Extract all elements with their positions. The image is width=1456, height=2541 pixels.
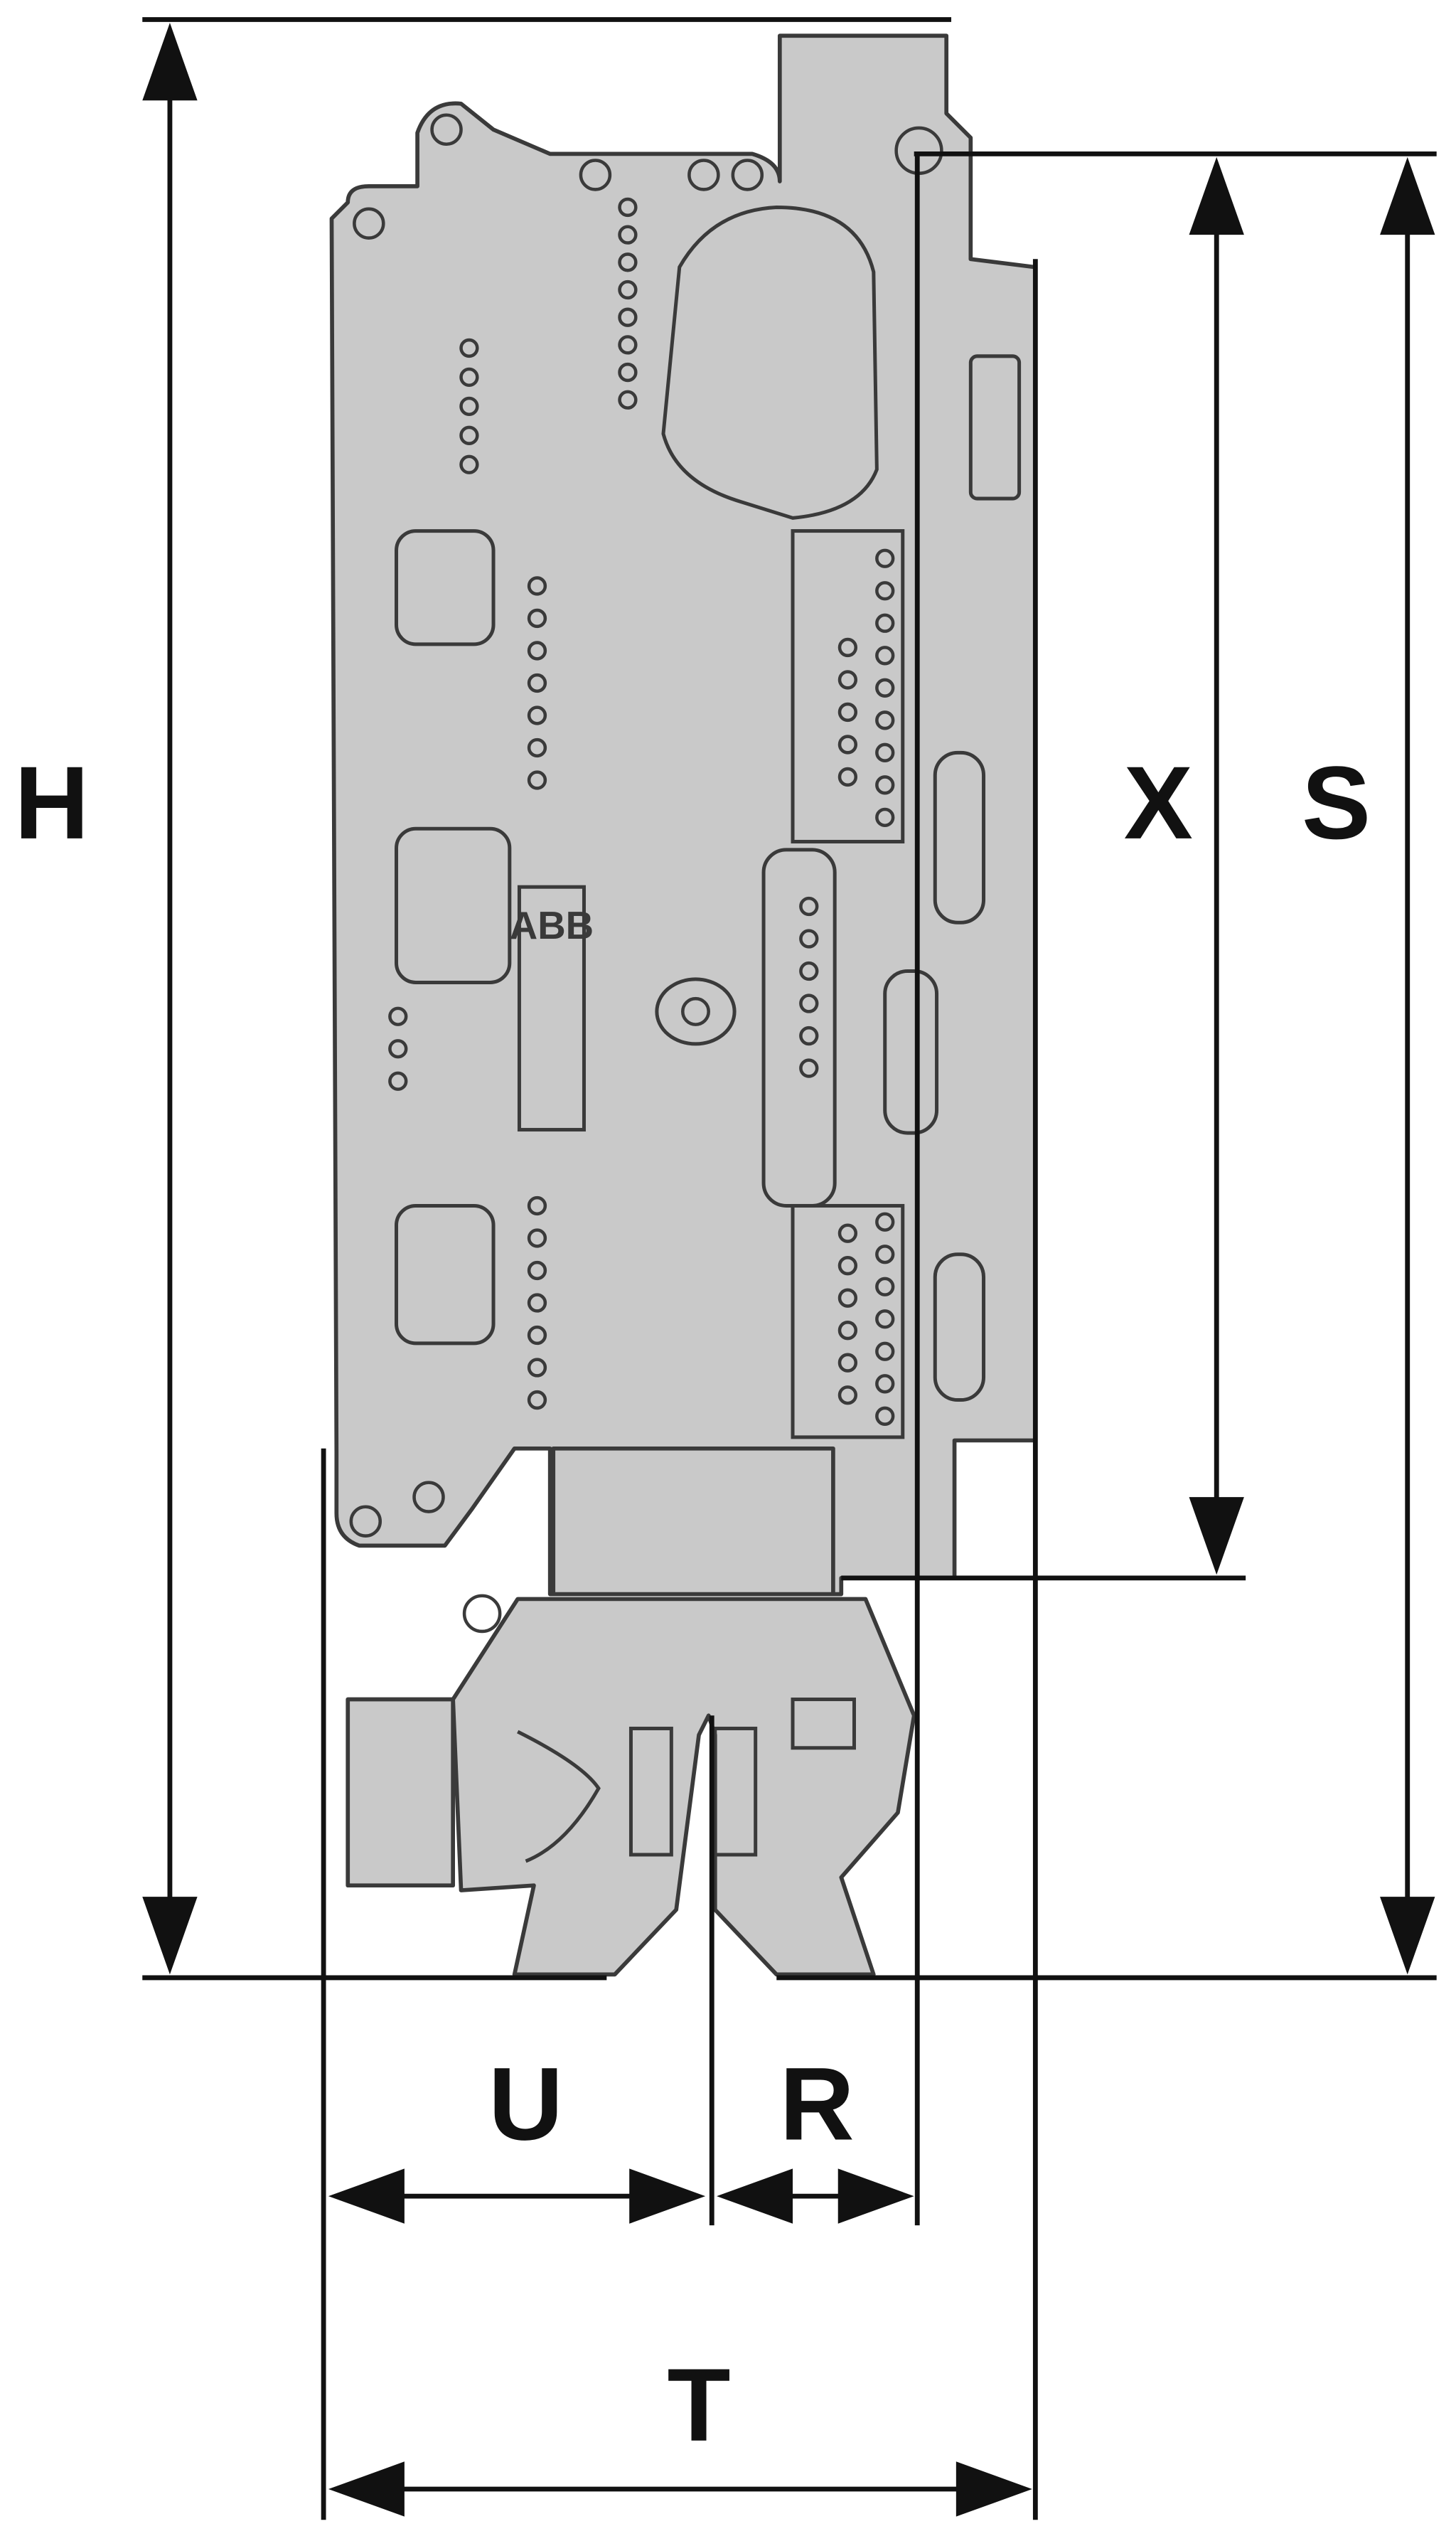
hole <box>837 637 858 658</box>
window-middle <box>395 826 512 984</box>
panel-lower <box>791 1203 905 1439</box>
hole <box>837 670 858 690</box>
cutout <box>661 205 879 520</box>
hole <box>875 581 895 601</box>
slot <box>761 848 837 1208</box>
hole <box>799 896 819 917</box>
hole <box>618 279 638 300</box>
abb-logo: ABB <box>510 885 594 1132</box>
hole <box>875 1212 895 1232</box>
hole <box>388 1039 408 1059</box>
dimension-label-x: X <box>1124 745 1193 861</box>
hole <box>527 705 547 725</box>
hole <box>527 641 547 661</box>
tool-head <box>451 1597 916 1977</box>
hole <box>837 1256 858 1276</box>
window-top <box>395 529 496 646</box>
hole <box>837 1385 858 1405</box>
hole <box>527 1293 547 1313</box>
window-bottom <box>395 1203 496 1346</box>
panel-upper <box>791 529 905 843</box>
hole <box>837 1288 858 1308</box>
hole <box>799 1058 819 1078</box>
bracket <box>968 354 1022 501</box>
hole <box>875 1341 895 1361</box>
hole <box>837 735 858 755</box>
hole <box>618 225 638 245</box>
hole <box>527 1228 547 1248</box>
dimension-label-h: H <box>14 745 89 861</box>
hole <box>459 454 479 474</box>
hole <box>875 742 895 762</box>
hole <box>837 767 858 787</box>
hole <box>875 1309 895 1329</box>
hole <box>875 548 895 568</box>
hole <box>799 1026 819 1046</box>
hole <box>459 338 479 358</box>
hole <box>527 1390 547 1410</box>
hole <box>527 608 547 629</box>
dimension-lines <box>142 17 1437 2520</box>
slot-right-1 <box>933 750 986 925</box>
wrist-flange <box>551 1446 835 1597</box>
hole <box>875 646 895 666</box>
dimension-label-u: U <box>488 2045 563 2161</box>
hole <box>875 1374 895 1394</box>
dimension-label-s: S <box>1302 745 1371 861</box>
hole <box>527 576 547 596</box>
hole <box>875 1245 895 1264</box>
hole <box>799 961 819 981</box>
dimension-label-r: R <box>780 2045 855 2161</box>
hole <box>388 1071 408 1091</box>
hole <box>388 1006 408 1026</box>
main-plate <box>329 33 1038 1597</box>
hole <box>875 775 895 795</box>
hole <box>799 929 819 949</box>
hole <box>837 1321 858 1341</box>
hole <box>618 335 638 355</box>
hole <box>837 702 858 723</box>
hole-columns <box>388 197 895 1426</box>
hole <box>527 1358 547 1378</box>
hole <box>459 425 479 445</box>
hole <box>837 1223 858 1243</box>
hole <box>799 994 819 1013</box>
hole <box>618 390 638 410</box>
connector <box>346 1697 455 1888</box>
hole <box>875 613 895 633</box>
hole <box>875 1277 895 1296</box>
hole <box>618 307 638 327</box>
slot-right-2 <box>883 969 939 1135</box>
hole <box>875 1406 895 1426</box>
hole <box>527 1260 547 1281</box>
hole <box>527 1195 547 1216</box>
hole <box>875 678 895 698</box>
hole <box>527 673 547 693</box>
slot-right-3 <box>933 1252 986 1402</box>
hole <box>527 737 547 758</box>
hole <box>618 197 638 218</box>
robot-body: ABB <box>329 33 1038 1977</box>
hole <box>837 1353 858 1373</box>
hole <box>875 807 895 827</box>
hole <box>618 362 638 383</box>
logo-text: ABB <box>510 904 594 947</box>
hole <box>875 710 895 730</box>
hole <box>459 367 479 388</box>
hole <box>527 770 547 790</box>
hole <box>618 252 638 272</box>
hole <box>459 396 479 417</box>
dimension-label-t: T <box>668 2347 731 2463</box>
hole <box>527 1325 547 1346</box>
